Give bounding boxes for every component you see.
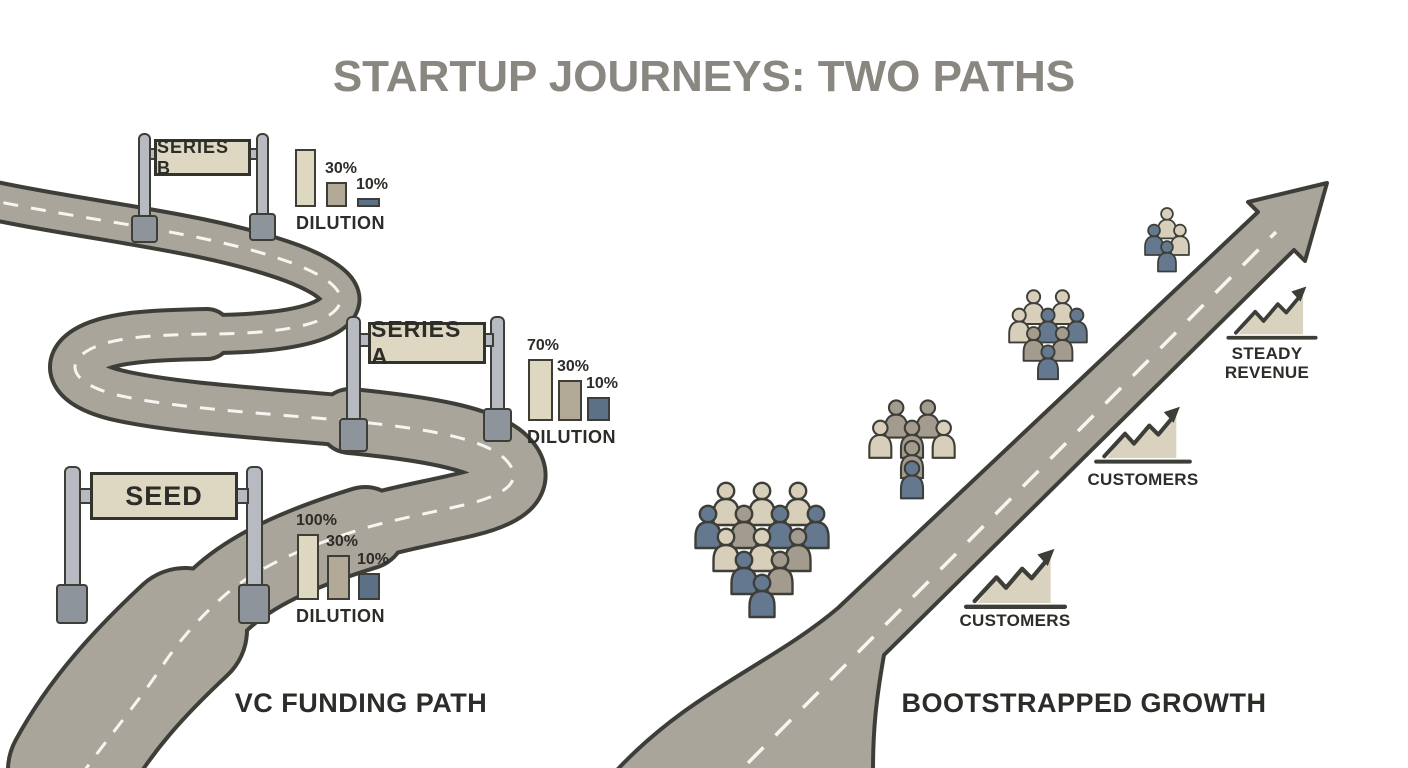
- person-icon: [766, 550, 794, 596]
- seed-dilution-chart: 100% 30%10%: [296, 512, 389, 600]
- steady-revenue-label: STEADY REVENUE: [1224, 344, 1310, 382]
- person-icon: [1008, 307, 1031, 344]
- person-icon: [694, 504, 722, 550]
- dilution-bar-value: 30%: [326, 533, 359, 550]
- sign-post-base: [339, 418, 368, 452]
- dilution-bar-value: 30%: [325, 160, 358, 177]
- sign-post: [64, 466, 81, 590]
- person-icon: [1037, 344, 1059, 381]
- person-icon: [1051, 326, 1074, 362]
- dilution-bar: 70%: [527, 337, 559, 421]
- straight-road-arrow: [616, 181, 1329, 768]
- sign-post: [246, 466, 263, 590]
- person-icon: [748, 527, 776, 573]
- dilution-bar: 10%: [586, 375, 618, 421]
- person-icon: [915, 399, 940, 439]
- dilution-bar: 10%: [356, 176, 388, 207]
- series-b-dilution-chart: 30%10%: [295, 137, 388, 207]
- vc-funding-path-label: VC FUNDING PATH: [234, 688, 488, 718]
- sign-post-base: [131, 215, 158, 243]
- sign-post: [138, 133, 151, 219]
- person-icon: [1170, 223, 1190, 256]
- person-icon: [931, 419, 956, 459]
- bootstrapped-growth-label: BOOTSTRAPPED GROWTH: [901, 688, 1267, 718]
- person-icon: [1157, 240, 1177, 273]
- person-icon: [1065, 307, 1088, 344]
- dilution-bar-value: 10%: [586, 375, 619, 392]
- sign-post: [490, 316, 505, 412]
- dilution-bar-value: 70%: [527, 337, 560, 354]
- page-title: STARTUP JOURNEYS: TWO PATHS: [332, 52, 1076, 101]
- customers-label: CUSTOMERS: [1087, 470, 1199, 489]
- person-icon: [712, 527, 740, 573]
- person-icon: [784, 481, 812, 527]
- crowds-layer: [694, 207, 1190, 619]
- person-icon: [802, 504, 830, 550]
- series-b-dilution-caption: DILUTION: [296, 213, 385, 233]
- dilution-bar-value: 10%: [356, 176, 389, 193]
- person-icon: [712, 481, 740, 527]
- sign-post-base: [483, 408, 512, 442]
- person-icon: [899, 460, 925, 500]
- customers-label: CUSTOMERS: [959, 611, 1071, 630]
- person-icon: [748, 573, 776, 619]
- dilution-bar-value: 100%: [296, 512, 337, 529]
- person-icon: [766, 504, 794, 550]
- straight-road-centerline: [746, 230, 1278, 765]
- sign-post: [256, 133, 269, 219]
- dilution-bar: 10%: [357, 551, 389, 600]
- dilution-bar: 30%: [557, 358, 589, 421]
- series-a-dilution-chart: 70% 30%10%: [527, 337, 618, 421]
- series-a-sign: SERIES A: [368, 316, 486, 369]
- dilution-bar: 30%: [325, 160, 357, 207]
- seed-sign: SEED: [90, 472, 238, 520]
- person-icon: [1051, 289, 1074, 325]
- person-icon: [1022, 326, 1045, 362]
- person-icon: [868, 419, 893, 459]
- person-icon: [1022, 289, 1045, 325]
- winding-road: [0, 180, 548, 768]
- sign-post-base: [56, 584, 88, 624]
- person-icon: [730, 550, 758, 596]
- dilution-bar-value: 30%: [557, 358, 590, 375]
- person-icon: [730, 504, 758, 550]
- series-b-sign: SERIES B: [154, 137, 251, 178]
- seed-dilution-caption: DILUTION: [296, 606, 385, 626]
- sign-post-base: [238, 584, 270, 624]
- dilution-bar: [295, 149, 316, 207]
- dilution-bar: 100%: [296, 512, 337, 600]
- dilution-bar-value: 10%: [357, 551, 390, 568]
- sign-post: [346, 316, 361, 422]
- dilution-bar: 30%: [326, 533, 358, 600]
- person-icon: [1144, 223, 1164, 256]
- winding-road-centerline: [0, 200, 516, 768]
- person-icon: [1157, 207, 1177, 240]
- person-icon: [748, 481, 776, 527]
- person-icon: [1037, 307, 1059, 344]
- person-icon: [884, 399, 909, 439]
- series-a-dilution-caption: DILUTION: [527, 427, 616, 447]
- person-icon: [784, 527, 812, 573]
- sign-post-base: [249, 213, 276, 241]
